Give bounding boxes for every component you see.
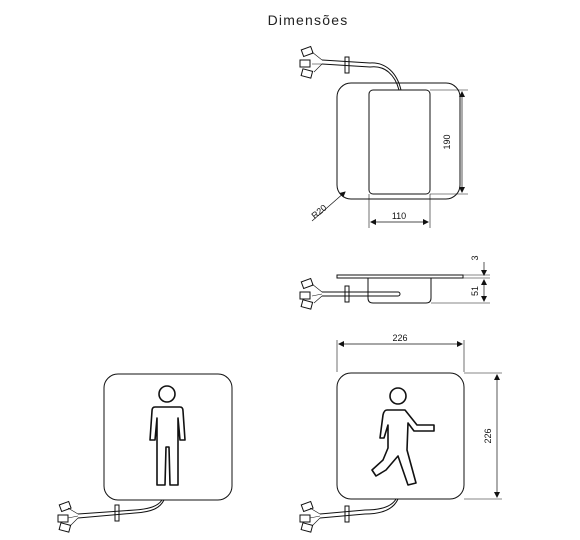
- connector-wires: [299, 45, 323, 79]
- dimension-label-226-height: 226: [483, 428, 493, 443]
- dimension-width-226: 226: [336, 333, 465, 372]
- dimension-height-190: 190: [430, 89, 468, 195]
- dimension-label-226-width: 226: [392, 333, 407, 343]
- electrical-box-outline: [368, 89, 431, 195]
- sign-plate-outline: [103, 373, 233, 501]
- dimension-height-226: 226: [464, 372, 502, 500]
- side-view: 3 51: [299, 255, 490, 310]
- side-cable: [322, 291, 401, 297]
- dimension-label-51: 51: [470, 286, 480, 296]
- side-cable-clamp: [344, 285, 350, 303]
- page-title: Dimensões: [267, 12, 349, 28]
- dimension-width-110: 110: [368, 194, 431, 228]
- cable-clamp: [344, 56, 350, 74]
- connector-wires: [299, 500, 321, 533]
- side-box: [367, 278, 432, 304]
- sign-plate-outline: [336, 372, 465, 500]
- cable: [319, 498, 399, 519]
- walking-man-pictogram-icon: [371, 387, 435, 486]
- front-view-man-sign: [57, 373, 233, 533]
- cable-clamp: [114, 504, 120, 522]
- connector-wires: [57, 500, 79, 533]
- dimension-label-3: 3: [470, 255, 480, 260]
- front-view-walking-sign: 226 226: [299, 333, 502, 533]
- dimension-label-190: 190: [442, 134, 452, 149]
- dimension-radius-r20: R20: [310, 191, 346, 222]
- side-plate: [336, 274, 464, 279]
- back-view: 190 110 R20: [299, 45, 468, 228]
- dimension-label-r20: R20: [310, 203, 329, 221]
- cable: [321, 63, 400, 91]
- man-pictogram-icon: [149, 385, 186, 486]
- dimension-label-110: 110: [392, 211, 406, 221]
- cable-clamp: [344, 505, 350, 523]
- dimension-thickness-3: 3: [463, 255, 490, 279]
- cable: [77, 499, 165, 519]
- side-connector-wires: [299, 277, 323, 310]
- dimension-depth-51: 51: [431, 279, 490, 304]
